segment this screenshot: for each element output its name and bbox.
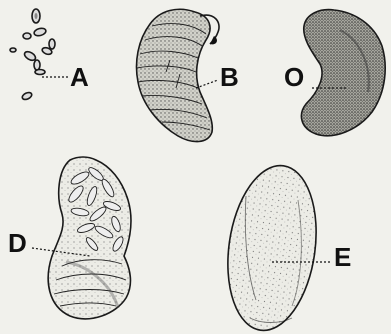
label-o: O	[284, 62, 304, 92]
label-e: E	[334, 242, 351, 272]
label-b: B	[220, 62, 239, 92]
egg-cluster-icon	[10, 9, 55, 101]
pupa-icon	[301, 10, 385, 136]
label-a: A	[70, 62, 89, 92]
cocoon-icon	[218, 160, 326, 334]
parasitized-host-icon	[48, 157, 131, 319]
larva-icon	[137, 9, 220, 141]
leader-line-b	[196, 80, 218, 88]
label-d: D	[8, 228, 27, 258]
